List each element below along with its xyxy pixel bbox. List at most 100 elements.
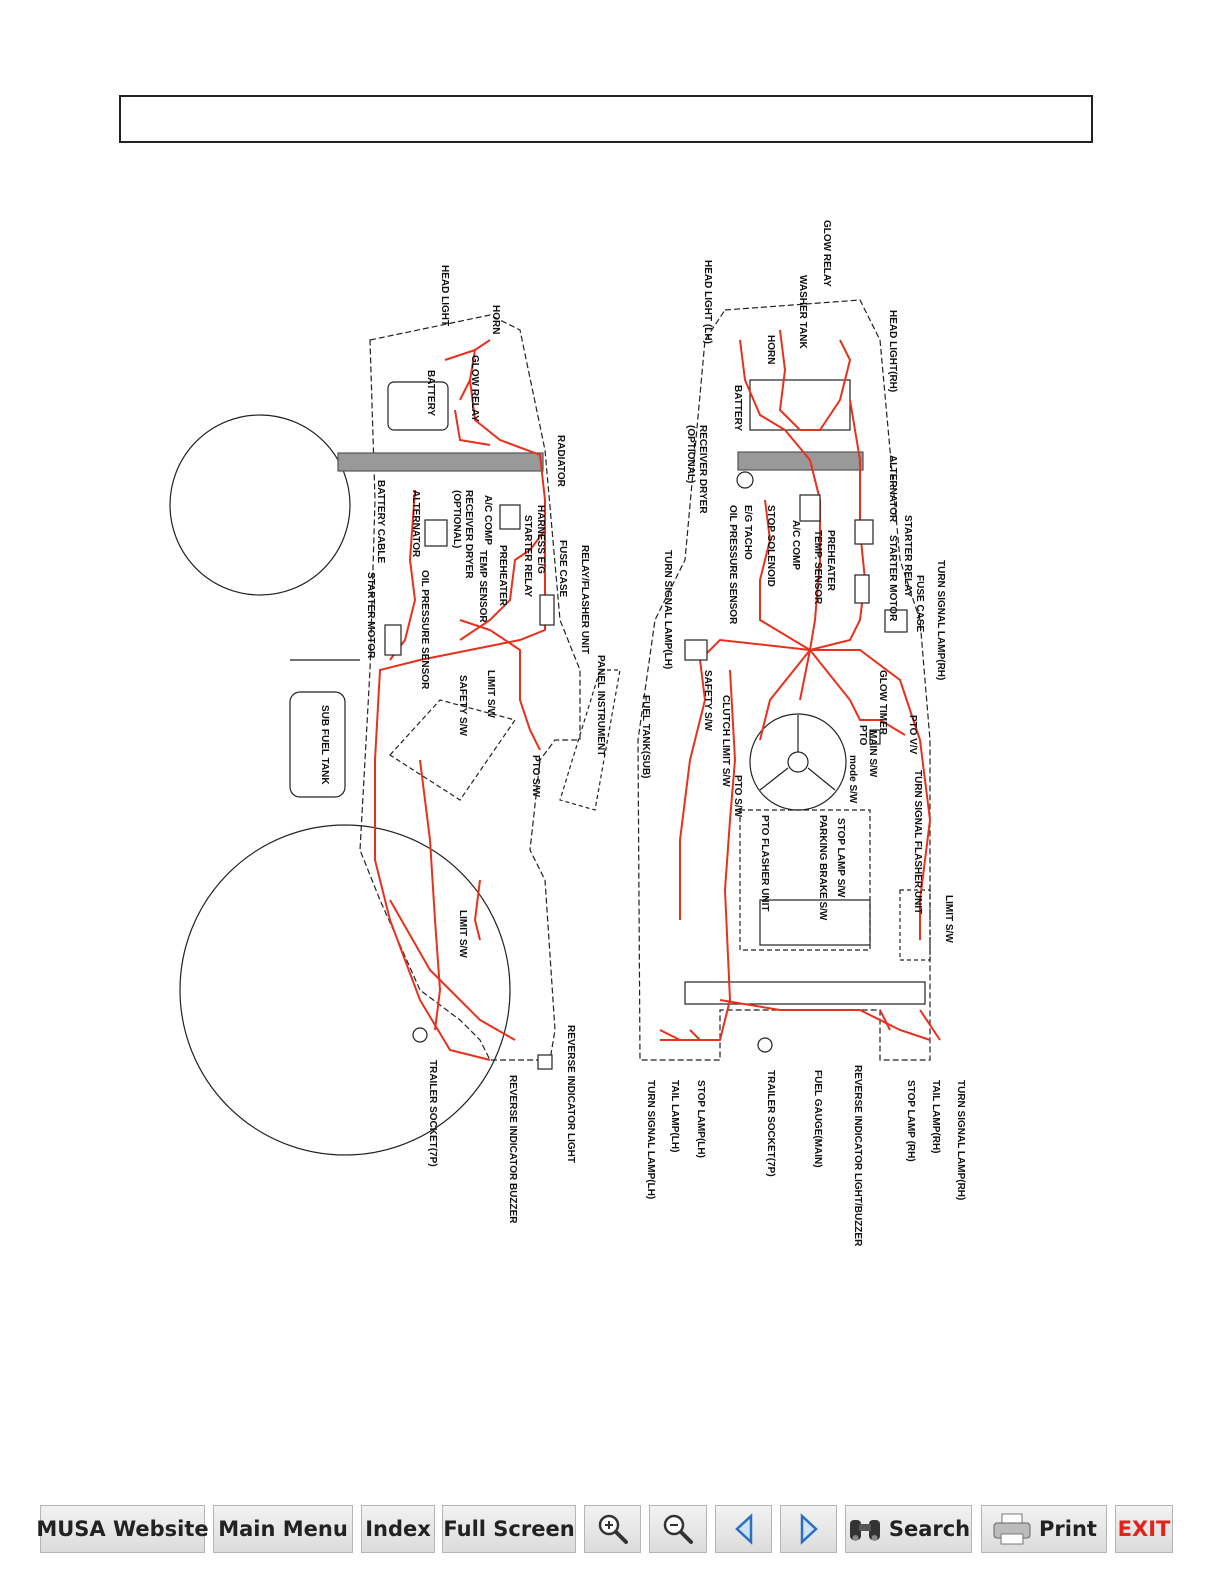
label-top-turn-rh: TURN SIGNAL LAMP(RH)	[935, 560, 946, 680]
label-side-head-light: HEAD LIGHT	[439, 265, 450, 326]
search-button[interactable]: Search	[845, 1505, 972, 1553]
label-top-limit-sw: LIMIT S/W	[943, 895, 954, 943]
binoculars-icon	[849, 1520, 880, 1541]
hood-outline	[359, 314, 581, 1061]
zoom-out-button[interactable]	[649, 1505, 707, 1553]
zoom-in-button[interactable]	[584, 1505, 641, 1553]
radiator	[337, 452, 544, 472]
exit-button[interactable]: EXIT	[1115, 1505, 1173, 1553]
rear-wheel	[179, 824, 511, 1156]
index-button[interactable]: Index	[361, 1505, 435, 1553]
label-top-safety-sw: SAFETY S/W	[702, 670, 713, 731]
arrow-right-icon	[800, 1513, 818, 1545]
side-wiring	[374, 339, 546, 1061]
components	[384, 471, 908, 1070]
pedal	[559, 669, 621, 811]
main-menu-button[interactable]: Main Menu	[213, 1505, 353, 1553]
label-top-trailer-socket: TRAILER SOCKET(7P)	[765, 1070, 776, 1177]
wiring-diagram: HEAD LIGHT HORN GLOW RELAY BATTERY RADIA…	[169, 220, 966, 1247]
exit-label: EXIT	[1117, 1517, 1171, 1541]
label-top-temp-sensor: TEMP. SENSOR	[812, 530, 823, 605]
label-side-preheater: PREHEATER	[497, 545, 508, 607]
label-side-receiver-dryer: RECEIVER DRYER	[463, 490, 474, 579]
top-radiator	[737, 451, 864, 471]
navigation-toolbar: MUSA Website Main Menu Index Full Screen	[36, 1505, 1180, 1553]
seat	[389, 699, 516, 801]
label-top-glow-relay: GLOW RELAY	[821, 220, 832, 287]
label-side-limit-sw-rear: LIMIT S/W	[457, 910, 468, 958]
label-side-battery-cable: BATTERY CABLE	[375, 480, 386, 563]
label-top-horn: HORN	[765, 335, 776, 364]
label-side-reverse-buzzer: REVERSE INDICATOR BUZZER	[507, 1075, 518, 1224]
title-box	[119, 95, 1093, 143]
label-side-trailer-socket: TRAILER SOCKET(7P)	[427, 1060, 438, 1167]
label-top-turn-rh-rear: TURN SIGNAL LAMP(RH)	[955, 1080, 966, 1200]
label-side-starter-relay: STARTER RELAY	[522, 515, 533, 598]
label-top-pto-flasher: PTO FLASHER UNIT	[759, 815, 770, 911]
print-label: Print	[1039, 1517, 1097, 1541]
full-screen-label: Full Screen	[443, 1517, 575, 1541]
label-top-stop-solenoid: STOP SOLENOID	[765, 505, 776, 587]
label-side-optional: (OPTIONAL)	[451, 490, 462, 548]
label-top-head-light-lh: HEAD LIGHT (LH)	[702, 260, 713, 344]
label-top-clutch-limit: CLUTCH LIMIT S/W	[720, 695, 731, 787]
label-side-limit-sw: LIMIT S/W	[485, 670, 496, 718]
label-top-stop-lamp-sw: STOP LAMP S/W	[835, 818, 846, 898]
label-side-alternator: ALTERNATOR	[410, 490, 421, 558]
label-top-fuse-case: FUSE CASE	[914, 575, 925, 633]
label-top-mode-sw: mode S/W	[847, 755, 858, 804]
label-side-starter-motor: STARTER MOTOR	[365, 572, 376, 659]
previous-page-button[interactable]	[715, 1505, 772, 1553]
print-button[interactable]: Print	[981, 1505, 1107, 1553]
label-side-panel-instrument: PANEL INSTRUMENT	[595, 655, 606, 756]
label-top-reverse-light-buzzer: REVERSE INDICATOR LIGHT/BUZZER	[852, 1065, 863, 1247]
label-top-pto: PTO	[857, 725, 868, 746]
label-top-glow-timer: GLOW TIMER	[877, 670, 888, 736]
full-screen-button[interactable]: Full Screen	[442, 1505, 576, 1553]
label-top-ac-comp: A/C COMP	[790, 520, 801, 570]
label-top-starter-motor: STARTER MOTOR	[887, 535, 898, 622]
zoom-in-icon	[598, 1514, 628, 1544]
side-labels: HEAD LIGHT HORN GLOW RELAY BATTERY RADIA…	[319, 265, 606, 1224]
label-top-tail-lh: TAIL LAMP(LH)	[669, 1080, 680, 1152]
label-top-stop-rh: STOP LAMP (RH)	[905, 1080, 916, 1162]
label-top-fuel-gauge: FUEL GAUGE(MAIN)	[812, 1070, 823, 1168]
label-side-temp-sensor: TEMP SENSOR	[477, 550, 488, 623]
label-side-oil-pressure: OIL PRESSURE SENSOR	[419, 570, 430, 690]
label-side-fuse-case: FUSE CASE	[557, 540, 568, 598]
label-top-main-sw: MAIN S/W	[867, 730, 878, 778]
label-side-horn: HORN	[490, 305, 501, 334]
label-top-eg-tacho: E/G TACHO	[742, 505, 753, 560]
label-side-pto-sw: PTO S/W	[530, 755, 541, 798]
top-labels: GLOW RELAY WASHER TANK HEAD LIGHT (LH) H…	[640, 220, 966, 1247]
search-label: Search	[888, 1517, 971, 1541]
front-wheel	[169, 414, 351, 596]
label-top-parking-brake: PARKING BRAKE S/W	[817, 815, 828, 921]
label-top-turn-lh: TURN SIGNAL LAMP(LH)	[662, 550, 673, 669]
label-top-turn-lh-rear: TURN SIGNAL LAMP(LH)	[645, 1080, 656, 1199]
main-menu-label: Main Menu	[218, 1517, 348, 1541]
top-wiring	[659, 329, 941, 1041]
arrow-left-icon	[734, 1513, 752, 1545]
side-view	[169, 314, 621, 1156]
label-top-fuel-tank-sub: FUEL TANK(SUB)	[640, 695, 651, 779]
label-top-washer-tank: WASHER TANK	[797, 275, 808, 349]
label-side-ac-comp: A/C COMP	[482, 495, 493, 545]
label-top-starter-relay: STARTER RELAY	[902, 515, 913, 598]
label-top-stop-lh: STOP LAMP(LH)	[695, 1080, 706, 1158]
label-top-oil-pressure: OIL PRESSURE SENSOR	[727, 505, 738, 625]
side-battery	[387, 381, 449, 431]
musa-website-label: MUSA Website	[36, 1517, 209, 1541]
label-side-battery: BATTERY	[425, 370, 436, 416]
label-top-battery: BATTERY	[732, 385, 743, 431]
top-battery	[749, 379, 851, 431]
label-side-harness-eg: HARNESS E/G	[535, 505, 546, 574]
label-side-glow-relay: GLOW RELAY	[469, 355, 480, 422]
sub-fuel-tank	[289, 691, 346, 798]
operator-floor	[739, 809, 871, 951]
musa-website-button[interactable]: MUSA Website	[36, 1505, 209, 1553]
label-side-sub-fuel-tank: SUB FUEL TANK	[319, 705, 330, 785]
next-page-button[interactable]	[780, 1505, 837, 1553]
label-top-head-light-rh: HEAD LIGHT(RH)	[887, 310, 898, 392]
label-top-alternator: ALTERNATOR	[887, 455, 898, 523]
